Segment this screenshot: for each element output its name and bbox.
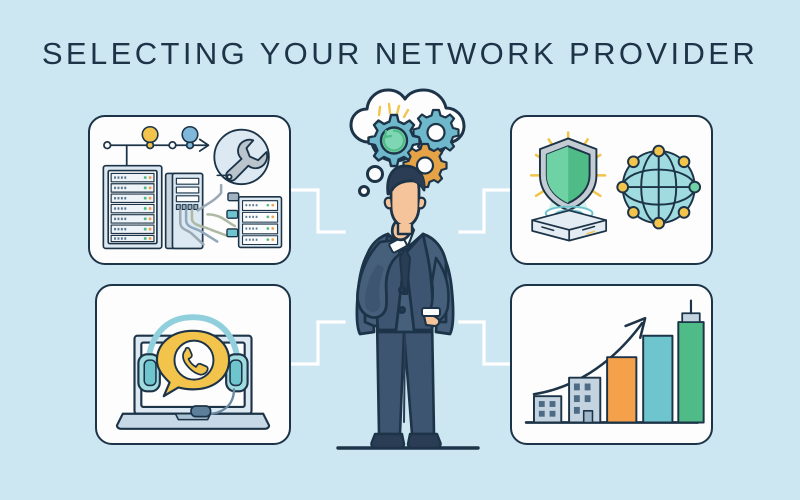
figure-head [383, 164, 427, 236]
thought-dot-small [358, 185, 370, 197]
building-icon [533, 395, 563, 424]
security-coverage-card[interactable] [510, 115, 713, 265]
large-gear [367, 113, 421, 168]
server-rack-icon [102, 164, 163, 250]
network-infrastructure-card[interactable] [88, 115, 291, 265]
wrench-icon [213, 128, 270, 186]
thought-dot-large [366, 165, 384, 183]
growth-arrow-icon [532, 316, 647, 396]
speech-bubble-icon [155, 329, 231, 398]
timeline-arrow-icon [103, 138, 210, 167]
bar-chart-icon [533, 299, 705, 424]
server-rack-icon [237, 196, 283, 249]
router-device-icon [531, 205, 608, 242]
figure-left-arm [356, 218, 413, 319]
headset-icon [137, 314, 249, 418]
figure-shoes [370, 432, 442, 450]
globe-network-icon [616, 144, 702, 230]
idea-rays [377, 102, 410, 119]
thinking-businessman [318, 82, 498, 460]
figure-right-arm [421, 256, 450, 328]
shield-icon [538, 137, 598, 212]
customer-support-card[interactable] [95, 284, 291, 445]
phone-icon [173, 339, 215, 381]
page-title: SELECTING YOUR NETWORK PROVIDER [41, 36, 759, 71]
building-icon [568, 376, 602, 424]
map-pin-icon [141, 125, 199, 144]
figure-legs [375, 316, 436, 436]
network-cables-icon [178, 183, 237, 246]
server-tower-icon [164, 172, 204, 250]
business-growth-card[interactable] [510, 284, 713, 445]
